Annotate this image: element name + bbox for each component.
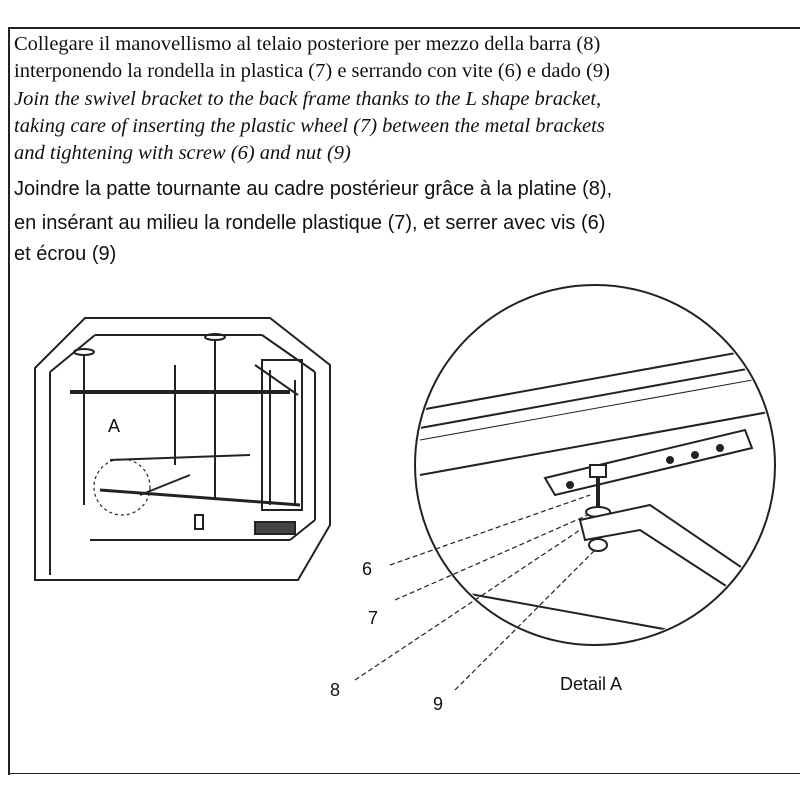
detail-a-circle [414, 284, 776, 646]
bottom-rule [8, 773, 800, 774]
french-line-3: et écrou (9) [14, 243, 117, 265]
callout-9: 9 [433, 694, 443, 714]
cabinet-drawing [34, 317, 331, 581]
left-rule [8, 27, 10, 775]
italian-line-1: Collegare il manovellismo al telaio post… [14, 33, 601, 55]
english-line-2: taking care of inserting the plastic whe… [14, 115, 605, 137]
english-line-3: and tightening with screw (6) and nut (9… [14, 142, 351, 164]
italian-line-2: interponendo la rondella in plastica (7)… [14, 60, 610, 82]
detail-a-title: Detail A [560, 674, 622, 694]
english-line-1: Join the swivel bracket to the back fram… [14, 88, 602, 110]
french-line-2: en insérant au milieu la rondelle plasti… [14, 212, 606, 234]
callout-8: 8 [330, 680, 340, 700]
callout-7: 7 [368, 608, 378, 628]
top-rule [8, 27, 800, 29]
french-line-1: Joindre la patte tournante au cadre post… [14, 178, 613, 200]
detail-marker-a: A [108, 416, 120, 436]
leader-lines [354, 494, 596, 691]
callout-6: 6 [362, 559, 372, 579]
